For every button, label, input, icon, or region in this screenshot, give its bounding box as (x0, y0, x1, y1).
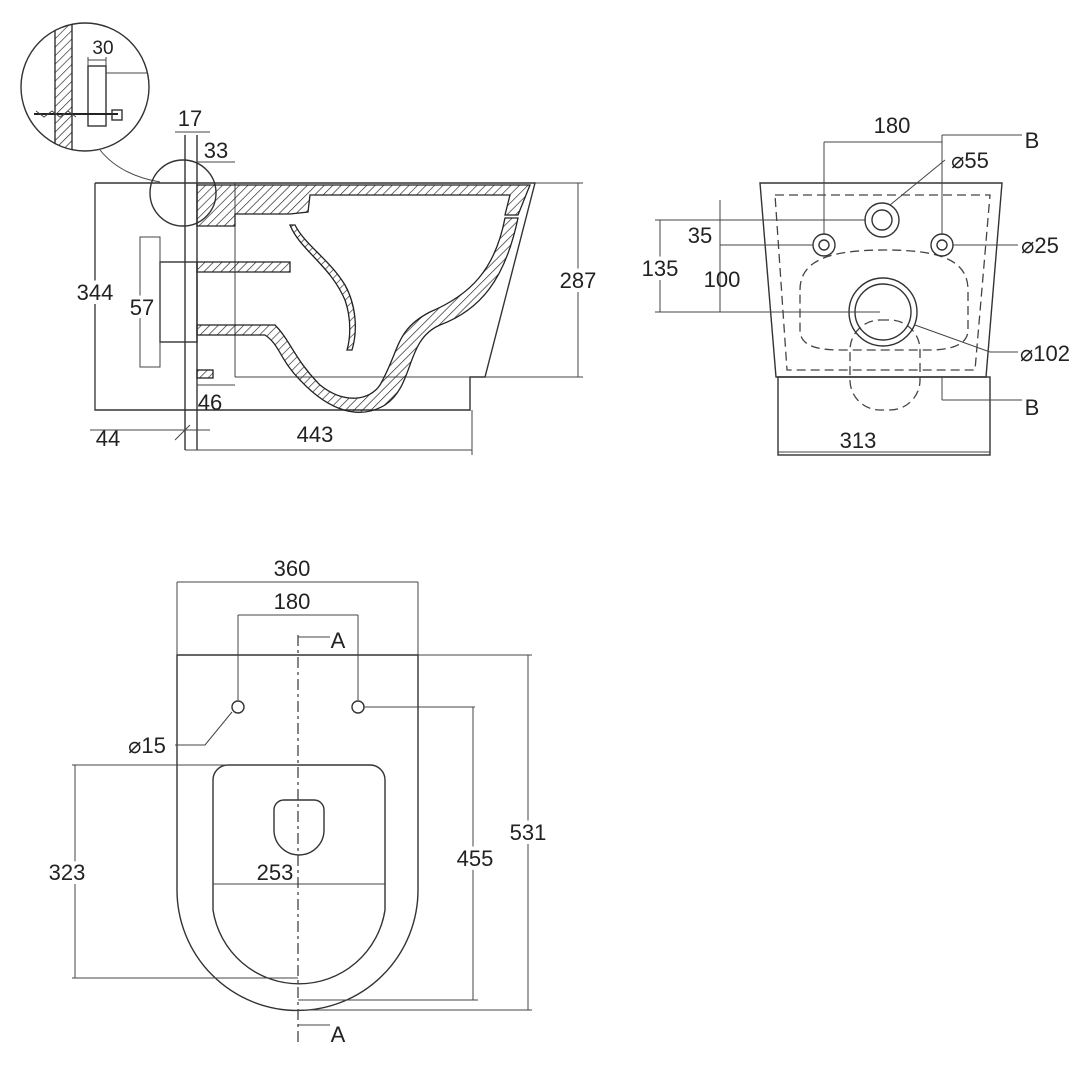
rear-dim-35: 35 (688, 223, 712, 248)
seat-lid-cutout (273, 799, 325, 856)
detail-leader (99, 149, 161, 183)
svg-text:323: 323 (49, 860, 86, 885)
bolt-sleeve (87, 65, 107, 127)
dim-33: 33 (204, 138, 228, 163)
fixing-hole-top-left (231, 700, 245, 714)
dim-57: 57 (130, 295, 154, 320)
top-view: A A 360 180 ⌀15 323 323 253 455 455 (45, 556, 551, 1047)
top-dim-253: 253 (257, 860, 294, 885)
fixing-hole-left (812, 233, 836, 257)
svg-text:344: 344 (77, 280, 114, 305)
section-b-top: B (1025, 128, 1040, 153)
dim-44: 44 (96, 426, 120, 451)
svg-text:531: 531 (510, 820, 547, 845)
dim-46: 46 (198, 390, 222, 415)
section-a-bottom: A (331, 1022, 346, 1047)
side-view: 17 33 344 344 287 287 57 57 46 44 443 (73, 106, 600, 455)
section-b-bottom: B (1025, 395, 1040, 420)
detail-wall-fixing: 30 (20, 22, 161, 183)
fixing-hole-top-right (351, 700, 365, 714)
rear-dim-180: 180 (874, 113, 911, 138)
ceramic-section-bowl (196, 217, 519, 413)
seat-outline (212, 764, 386, 985)
rear-dim-313: 313 (840, 428, 877, 453)
rear-dim-dia25: ⌀25 (1021, 233, 1059, 258)
inlet-hole-55 (864, 202, 900, 238)
top-dim-531: 531 (510, 820, 547, 845)
rear-inner-dashed (774, 194, 991, 371)
trap-section (289, 224, 356, 351)
top-dim-180: 180 (274, 589, 311, 614)
section-a-top: A (331, 628, 346, 653)
rear-dim-135: 135 (642, 256, 679, 281)
detail-dim-30: 30 (92, 38, 113, 59)
outlet-flange (159, 261, 198, 343)
rear-view: 180 B B ⌀55 ⌀25 ⌀102 35 135 135 100 313 (638, 113, 1070, 456)
dim-443: 443 (297, 422, 334, 447)
wall-hatch (54, 23, 73, 151)
ceramic-section-top (196, 184, 531, 227)
top-dim-455: 455 (457, 846, 494, 871)
rear-dim-dia55: ⌀55 (951, 148, 989, 173)
svg-text:287: 287 (560, 268, 597, 293)
rear-dim-dia102: ⌀102 (1020, 341, 1070, 366)
svg-text:135: 135 (642, 256, 679, 281)
rear-base (777, 376, 991, 456)
dim-287: 287 (560, 268, 597, 293)
top-dim-360: 360 (274, 556, 311, 581)
top-dim-dia15: ⌀15 (128, 733, 166, 758)
rear-dim-100: 100 (704, 267, 741, 292)
svg-text:455: 455 (457, 846, 494, 871)
top-dim-323: 323 (49, 860, 86, 885)
dim-344: 344 (77, 280, 114, 305)
detail-circle (20, 22, 150, 152)
outlet-pipe-top (196, 261, 291, 273)
rear-outline (759, 182, 1003, 378)
fixing-hole-right (930, 233, 954, 257)
dim-17: 17 (178, 106, 202, 131)
svg-text:57: 57 (130, 295, 154, 320)
